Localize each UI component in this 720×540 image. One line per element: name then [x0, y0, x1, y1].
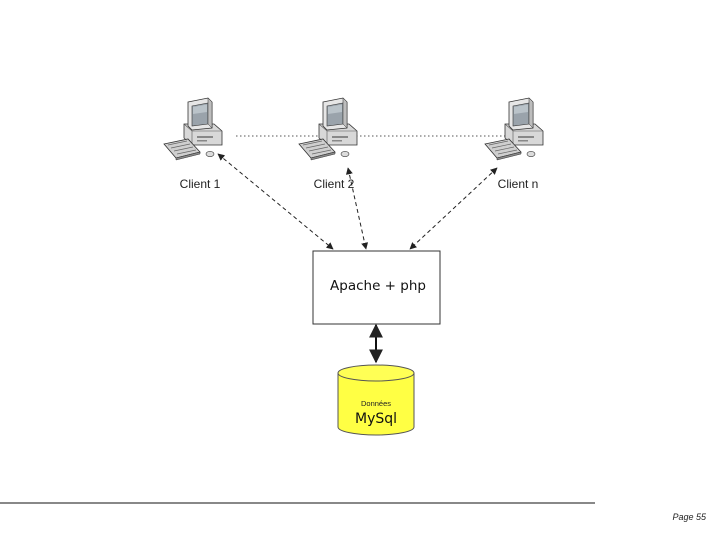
client-1-server-arrow [217, 153, 334, 250]
page-number: Page 55 [672, 512, 706, 522]
database-cylinder-icon [337, 364, 415, 436]
client-2-label: Client 2 [314, 177, 355, 191]
client-1-label: Client 1 [180, 177, 221, 191]
client-n-label: Client n [498, 177, 539, 191]
client-2-computer-icon [298, 97, 358, 161]
client-n-computer-icon [484, 97, 544, 161]
database-title: MySql [355, 411, 397, 427]
client-1-computer-icon [163, 97, 223, 161]
server-label: Apache + php [330, 278, 426, 294]
server-box [312, 250, 441, 325]
database-subtitle: Données [361, 399, 391, 408]
client-n-server-arrow [409, 167, 498, 250]
